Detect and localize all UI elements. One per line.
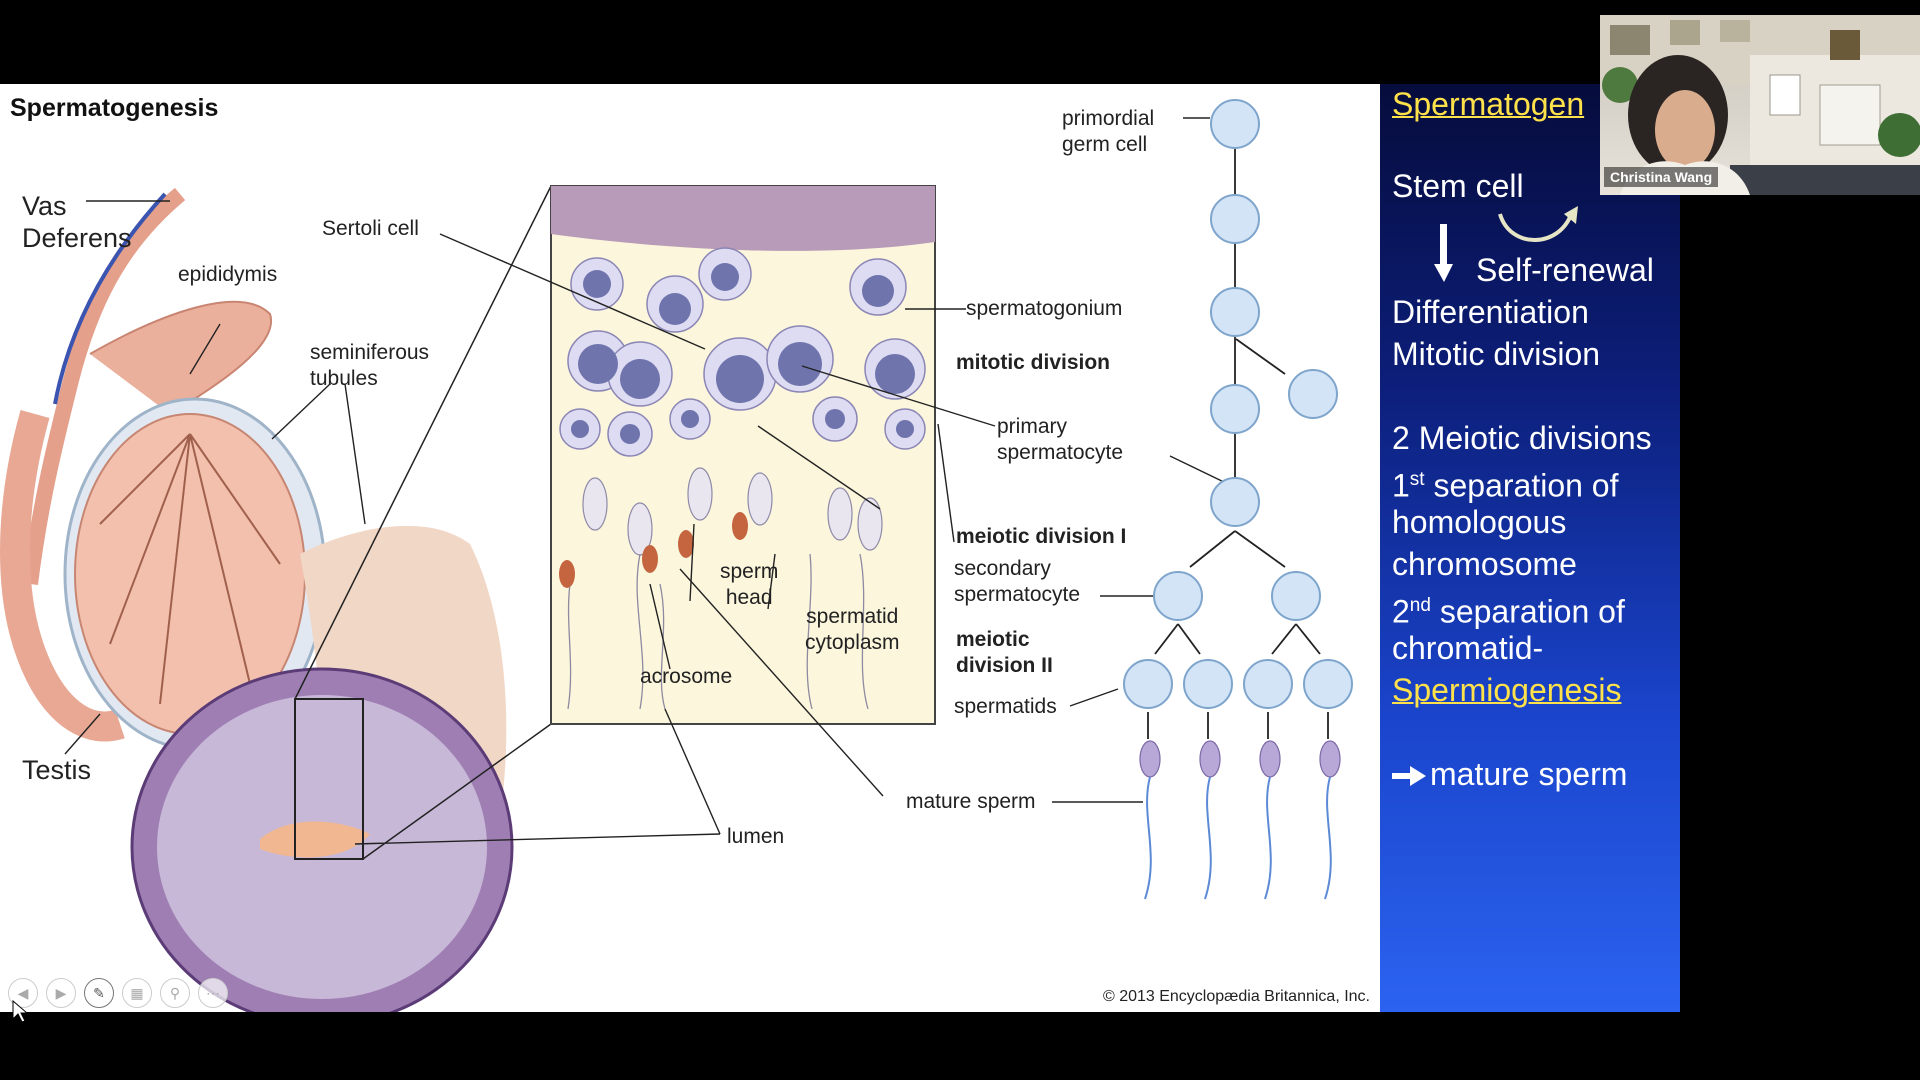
pen-icon[interactable]: ✎ — [84, 978, 114, 1008]
renewal-curve-arrow-icon — [1498, 206, 1578, 242]
tubule-lumen — [260, 821, 370, 858]
epididymis-head — [89, 300, 273, 415]
panel-self-renewal: Self-renewal — [1476, 252, 1654, 288]
germ-cell-nuclei — [571, 263, 915, 444]
panel-stem-cell: Stem cell — [1392, 168, 1524, 204]
participant-name: Christina Wang — [1604, 167, 1719, 187]
label-sertoli-cell: Sertoli cell — [322, 217, 419, 240]
panel-differentiation: Differentiation — [1392, 294, 1589, 330]
vas-deferens-tube — [22, 187, 186, 585]
label-seminiferous-tubules: seminiferous tubules — [310, 341, 430, 390]
panel-first-separation: 1st separation of — [1392, 467, 1619, 504]
label-mitotic-division: mitotic division — [956, 351, 1111, 374]
testis-septa — [99, 433, 281, 705]
slides-icon[interactable]: ▦ — [122, 978, 152, 1008]
vessel-blue — [53, 192, 167, 405]
slideshow-toolbar: ◀ ▶ ✎ ▦ ⚲ ⋯ — [8, 978, 228, 1008]
panel-chromosome: chromosome — [1392, 546, 1577, 582]
panel-second-separation: 2nd separation of — [1392, 593, 1625, 630]
right-arrow-icon — [1392, 766, 1426, 786]
panel-chromatid: chromatid- — [1392, 630, 1544, 666]
lineage-arrows — [1147, 149, 1329, 739]
slide-image: Spermatogenesis Vas Deferens epididymis … — [0, 84, 1380, 1012]
zoom-line-bottom — [362, 723, 552, 860]
label-mature-sperm: mature sperm — [906, 790, 1036, 813]
label-vas-deferens: Vas Deferens — [22, 191, 132, 253]
label-sperm-head: sperm head — [720, 560, 779, 609]
zoom-box — [294, 698, 364, 860]
sperm-tails-in-panel — [567, 553, 869, 710]
next-icon[interactable]: ▶ — [46, 978, 76, 1008]
panel-homologous: homologous — [1392, 504, 1567, 540]
panel-spermiogenesis: Spermiogenesis — [1392, 672, 1622, 708]
participant-video-tile[interactable]: Christina Wang — [1600, 15, 1920, 195]
label-lumen: lumen — [727, 825, 785, 848]
panel-mitotic-division: Mitotic division — [1392, 336, 1601, 372]
spermatids-in-panel — [582, 467, 883, 556]
leader-lines — [64, 117, 1229, 845]
video-feed — [1600, 15, 1920, 195]
label-epididymis: epididymis — [178, 263, 278, 286]
slide-notes-panel: Spermatogen Stem cell Self-renewal Diffe… — [1380, 84, 1680, 1012]
label-primordial-germ-cell: primordial germ cell — [1062, 107, 1155, 156]
panel-meiotic-divisions: 2 Meiotic divisions — [1392, 420, 1652, 456]
zoom-line-top — [294, 185, 552, 700]
label-meiotic-division-1: meiotic division I — [956, 525, 1127, 548]
label-meiotic-division-2: meiotic division II — [956, 628, 1053, 677]
panel-title: Spermatogen — [1392, 86, 1585, 122]
spermatogenesis-illustration — [0, 99, 1353, 1012]
basement-membrane — [551, 186, 935, 251]
label-testis: Testis — [22, 755, 92, 785]
label-spermatogonium: spermatogonium — [966, 297, 1123, 320]
copyright-notice: © 2013 Encyclopædia Britannica, Inc. — [1102, 988, 1370, 1005]
epididymis-body — [0, 409, 125, 742]
panel-mature-sperm: mature sperm — [1430, 756, 1628, 792]
mouse-cursor-icon — [12, 1000, 28, 1023]
label-primary-spermatocyte: primary spermatocyte — [997, 415, 1124, 464]
label-spermatids: spermatids — [954, 695, 1057, 718]
label-secondary-spermatocyte: secondary spermatocyte — [954, 557, 1081, 606]
zoom-icon[interactable]: ⚲ — [160, 978, 190, 1008]
cell-lineage — [1123, 99, 1353, 709]
acrosomes — [559, 512, 748, 588]
label-spermatid-cytoplasm: spermatid cytoplasm — [805, 605, 900, 654]
more-icon[interactable]: ⋯ — [198, 978, 228, 1008]
label-acrosome: acrosome — [640, 665, 733, 688]
mature-sperm-row — [1139, 740, 1341, 900]
down-arrow-icon — [1434, 224, 1453, 282]
slide-heading: Spermatogenesis — [10, 94, 219, 122]
